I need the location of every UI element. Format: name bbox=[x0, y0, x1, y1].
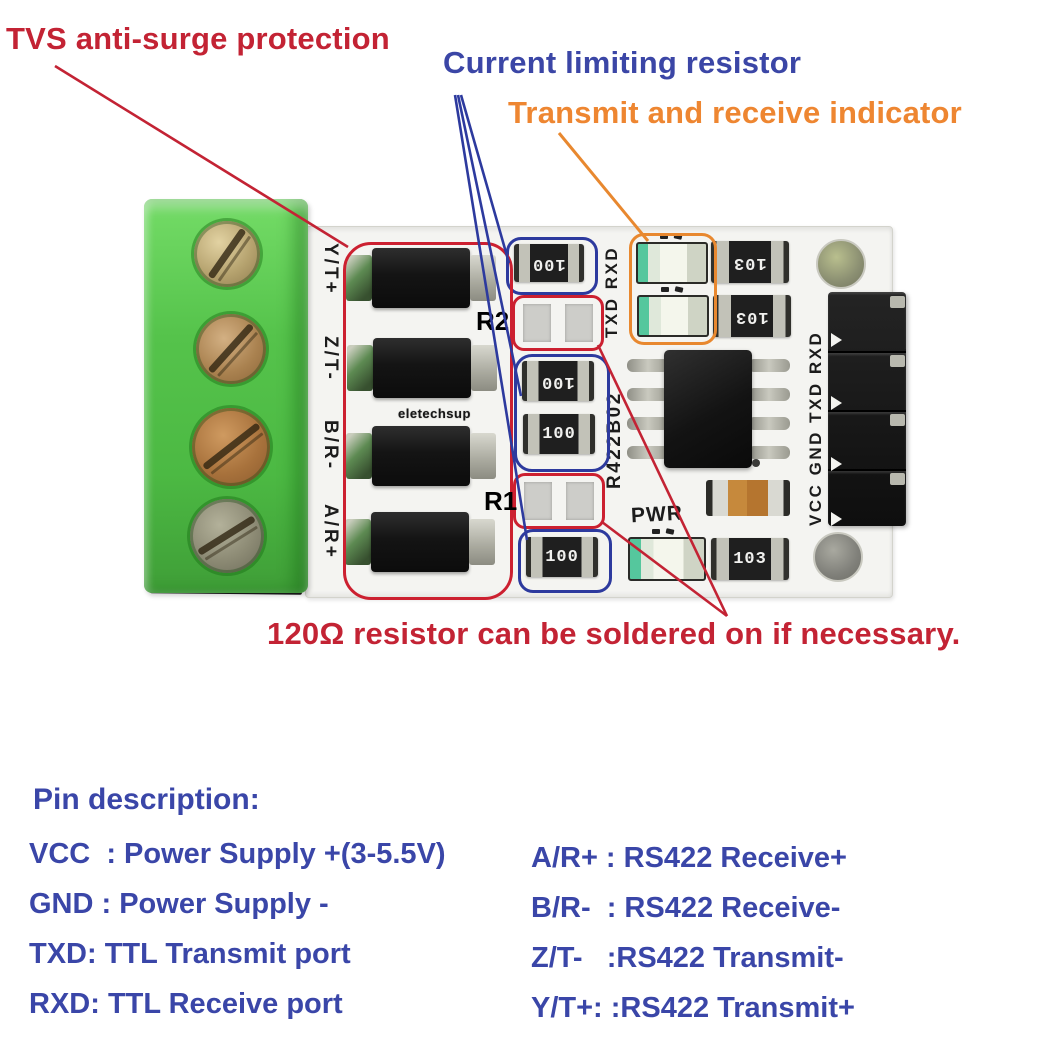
pin-desc-rxd: RXD: TTL Receive port bbox=[29, 988, 343, 1020]
terminal-screw bbox=[196, 314, 266, 384]
silk-header-pins: VCC GND TXD RXD bbox=[806, 330, 825, 526]
diode-cap bbox=[347, 345, 373, 391]
transceiver-chip bbox=[664, 350, 752, 468]
pin-desc-txd: TXD: TTL Transmit port bbox=[29, 938, 351, 970]
header-pin-segment bbox=[828, 351, 906, 410]
silk-pin-ar: A/R+ bbox=[320, 504, 341, 560]
pin-desc-vcc: VCC : Power Supply +(3-5.5V) bbox=[29, 838, 446, 870]
terminal-screw bbox=[190, 499, 264, 573]
screw-slot bbox=[207, 323, 255, 374]
diode-cap bbox=[345, 519, 371, 565]
pin-arrow-mark bbox=[831, 333, 842, 347]
resistor-value: 103 bbox=[733, 549, 767, 569]
tvs-annotation: TVS anti-surge protection bbox=[6, 21, 390, 56]
mounting-hole bbox=[813, 532, 863, 582]
pin-desc-yt: Y/T+: :RS422 Transmit+ bbox=[531, 992, 855, 1024]
silk-tick bbox=[660, 234, 668, 239]
r2-label: R2 bbox=[476, 306, 510, 336]
pin-description-title: Pin description: bbox=[33, 783, 260, 816]
r1-label: R1 bbox=[484, 486, 518, 516]
pin-desc-ar: A/R+ : RS422 Receive+ bbox=[531, 842, 847, 874]
pin-desc-zt: Z/T- :RS422 Transmit- bbox=[531, 942, 844, 974]
pwr-led bbox=[628, 528, 706, 581]
silk-txd-rxd: TXD RXD bbox=[602, 245, 621, 338]
pin-arrow-mark bbox=[831, 512, 842, 526]
resistor-value: 103 bbox=[735, 306, 769, 326]
screw-slot bbox=[207, 227, 247, 280]
silk-pwr: PWR bbox=[630, 501, 684, 528]
chip-pin bbox=[627, 417, 669, 430]
diode-body bbox=[371, 512, 469, 572]
termination-annotation: 120Ω resistor can be soldered on if nece… bbox=[267, 616, 961, 651]
chip-pin bbox=[748, 359, 790, 372]
solder-pad bbox=[524, 482, 552, 520]
current-limit-ring-3 bbox=[518, 529, 612, 593]
solder-pad bbox=[565, 304, 593, 342]
solder-pad bbox=[523, 304, 551, 342]
r1-pads-ring bbox=[513, 473, 605, 529]
indicator-leader-line bbox=[557, 132, 650, 242]
header-pin-tip bbox=[890, 355, 905, 367]
tvs-ring bbox=[343, 242, 513, 600]
terminal-screw bbox=[192, 408, 270, 486]
header-pin-tip bbox=[890, 414, 905, 426]
resistor-103: 103 bbox=[711, 538, 789, 580]
diode-body bbox=[372, 248, 470, 308]
chip-pin bbox=[748, 446, 790, 459]
pin-description-left-column: VCC : Power Supply +(3-5.5V) GND : Power… bbox=[29, 838, 446, 1021]
resistor-100: 100 bbox=[526, 537, 598, 577]
resistor-value: 103 bbox=[733, 252, 767, 272]
pin-desc-br: B/R- : RS422 Receive- bbox=[531, 892, 841, 924]
screw-terminal-block bbox=[144, 199, 308, 593]
capacitor bbox=[706, 480, 790, 516]
resistor-value: 100 bbox=[542, 424, 576, 444]
chip-pin bbox=[748, 388, 790, 401]
chip-pin bbox=[627, 446, 669, 459]
resistor-100: 100 bbox=[523, 414, 595, 454]
chip-pin bbox=[748, 417, 790, 430]
chip-pin bbox=[627, 359, 669, 372]
txd-led bbox=[636, 233, 708, 284]
indicator-ring bbox=[629, 233, 717, 345]
rxd-led bbox=[637, 286, 709, 337]
header-pin-tip bbox=[890, 296, 905, 308]
current-limiting-annotation: Current limiting resistor bbox=[443, 45, 802, 80]
silk-pin-zt: Z/T- bbox=[320, 336, 341, 382]
resistor-103: 103 bbox=[713, 295, 791, 337]
diode-body bbox=[372, 426, 470, 486]
silk-pin-br: B/R- bbox=[320, 420, 341, 472]
current-limit-ring-1 bbox=[506, 237, 598, 295]
silk-tick bbox=[652, 529, 660, 534]
header-pin-segment bbox=[828, 410, 906, 469]
pin-description-right-column: A/R+ : RS422 Receive+ B/R- : RS422 Recei… bbox=[531, 842, 855, 1025]
brand-silkscreen: eletechsup bbox=[398, 406, 471, 421]
header-pin-tip bbox=[890, 473, 905, 485]
mounting-hole bbox=[816, 239, 866, 289]
resistor-100: 100 bbox=[522, 361, 594, 401]
silk-pin-yt: Y/T+ bbox=[320, 243, 341, 296]
r2-pads-ring bbox=[512, 295, 604, 351]
current-limit-ring-2 bbox=[514, 354, 610, 472]
pin-arrow-mark bbox=[831, 396, 842, 410]
solder-pad bbox=[566, 482, 594, 520]
silk-tick bbox=[661, 287, 669, 292]
screw-slot bbox=[197, 515, 257, 556]
terminal-screw bbox=[194, 221, 260, 287]
pin-desc-gnd: GND : Power Supply - bbox=[29, 888, 329, 920]
tvs-diode bbox=[345, 512, 495, 572]
diode-cap bbox=[346, 433, 372, 479]
resistor-103: 103 bbox=[711, 241, 789, 283]
screw-slot bbox=[201, 422, 261, 471]
header-pin-segment bbox=[828, 469, 906, 528]
resistor-value: 100 bbox=[545, 547, 579, 567]
chip-pin bbox=[627, 388, 669, 401]
indicator-annotation: Transmit and receive indicator bbox=[508, 95, 962, 130]
pin-arrow-mark bbox=[831, 457, 842, 471]
chip-pin1-dot bbox=[752, 459, 760, 467]
